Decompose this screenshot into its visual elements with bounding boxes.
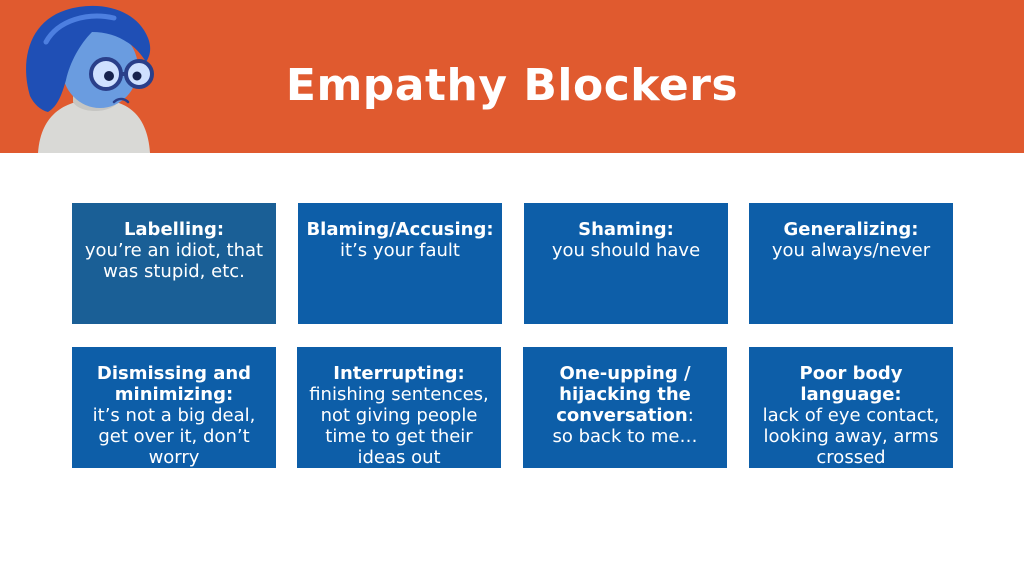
card-shaming: Shaming: you should have (524, 203, 728, 324)
card-labelling: Labelling: you’re an idiot, that was stu… (72, 203, 276, 324)
card-text: you should have (551, 240, 701, 261)
card-text: lack of eye contact, looking away, arms … (762, 405, 940, 468)
card-dismissing: Dismissing and minimizing: it’s not a bi… (72, 347, 276, 468)
card-heading-tail: : (687, 405, 694, 426)
card-heading: Shaming: (578, 219, 674, 240)
card-heading: Blaming/Accusing: (306, 219, 494, 240)
card-heading: Poor body language: (799, 363, 903, 405)
card-heading: Interrupting: (333, 363, 465, 384)
card-heading-text: One-upping / hijacking the conversation (556, 363, 691, 426)
card-text: finishing sentences, not giving people t… (309, 384, 489, 468)
card-text: you always/never (771, 240, 931, 261)
card-text: so back to me… (552, 426, 698, 447)
slide-title: Empathy Blockers (285, 60, 739, 111)
header-banner (0, 0, 1024, 153)
card-heading: One-upping / hijacking the conversation: (529, 363, 721, 426)
card-text: it’s your fault (340, 240, 460, 261)
sadness-character-icon (26, 5, 154, 153)
card-one-upping: One-upping / hijacking the conversation:… (523, 347, 727, 468)
card-generalizing: Generalizing: you always/never (749, 203, 953, 324)
card-heading: Generalizing: (783, 219, 919, 240)
card-interrupting: Interrupting: finishing sentences, not g… (297, 347, 501, 468)
card-text: it’s not a big deal, get over it, don’t … (92, 405, 256, 468)
card-text: you’re an idiot, that was stupid, etc. (84, 240, 264, 282)
card-heading: Labelling: (123, 219, 225, 240)
card-body-language: Poor body language: lack of eye contact,… (749, 347, 953, 468)
card-blaming: Blaming/Accusing: it’s your fault (298, 203, 502, 324)
card-heading: Dismissing and minimizing: (96, 363, 252, 405)
